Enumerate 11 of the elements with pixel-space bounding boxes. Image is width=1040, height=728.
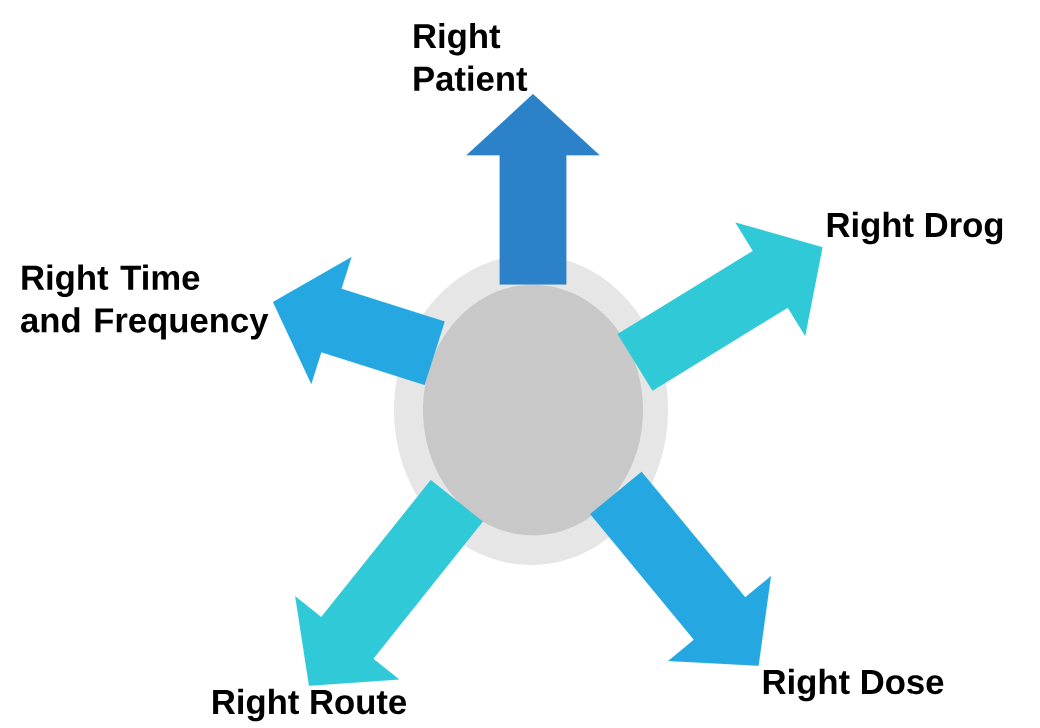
block-arrow: [466, 93, 600, 285]
label-text: Right Drog: [827, 211, 1003, 245]
block-arrow: [295, 479, 483, 686]
label-text: Right Time and Frequency: [21, 264, 269, 340]
block-arrow: [590, 471, 772, 666]
center-circle: [423, 284, 643, 536]
block-arrow: [617, 222, 823, 391]
label-text: Right Dose: [763, 668, 944, 702]
label-text: Right Route: [213, 688, 406, 722]
label-text: Right Patient: [414, 22, 528, 92]
block-arrow: [272, 256, 445, 386]
